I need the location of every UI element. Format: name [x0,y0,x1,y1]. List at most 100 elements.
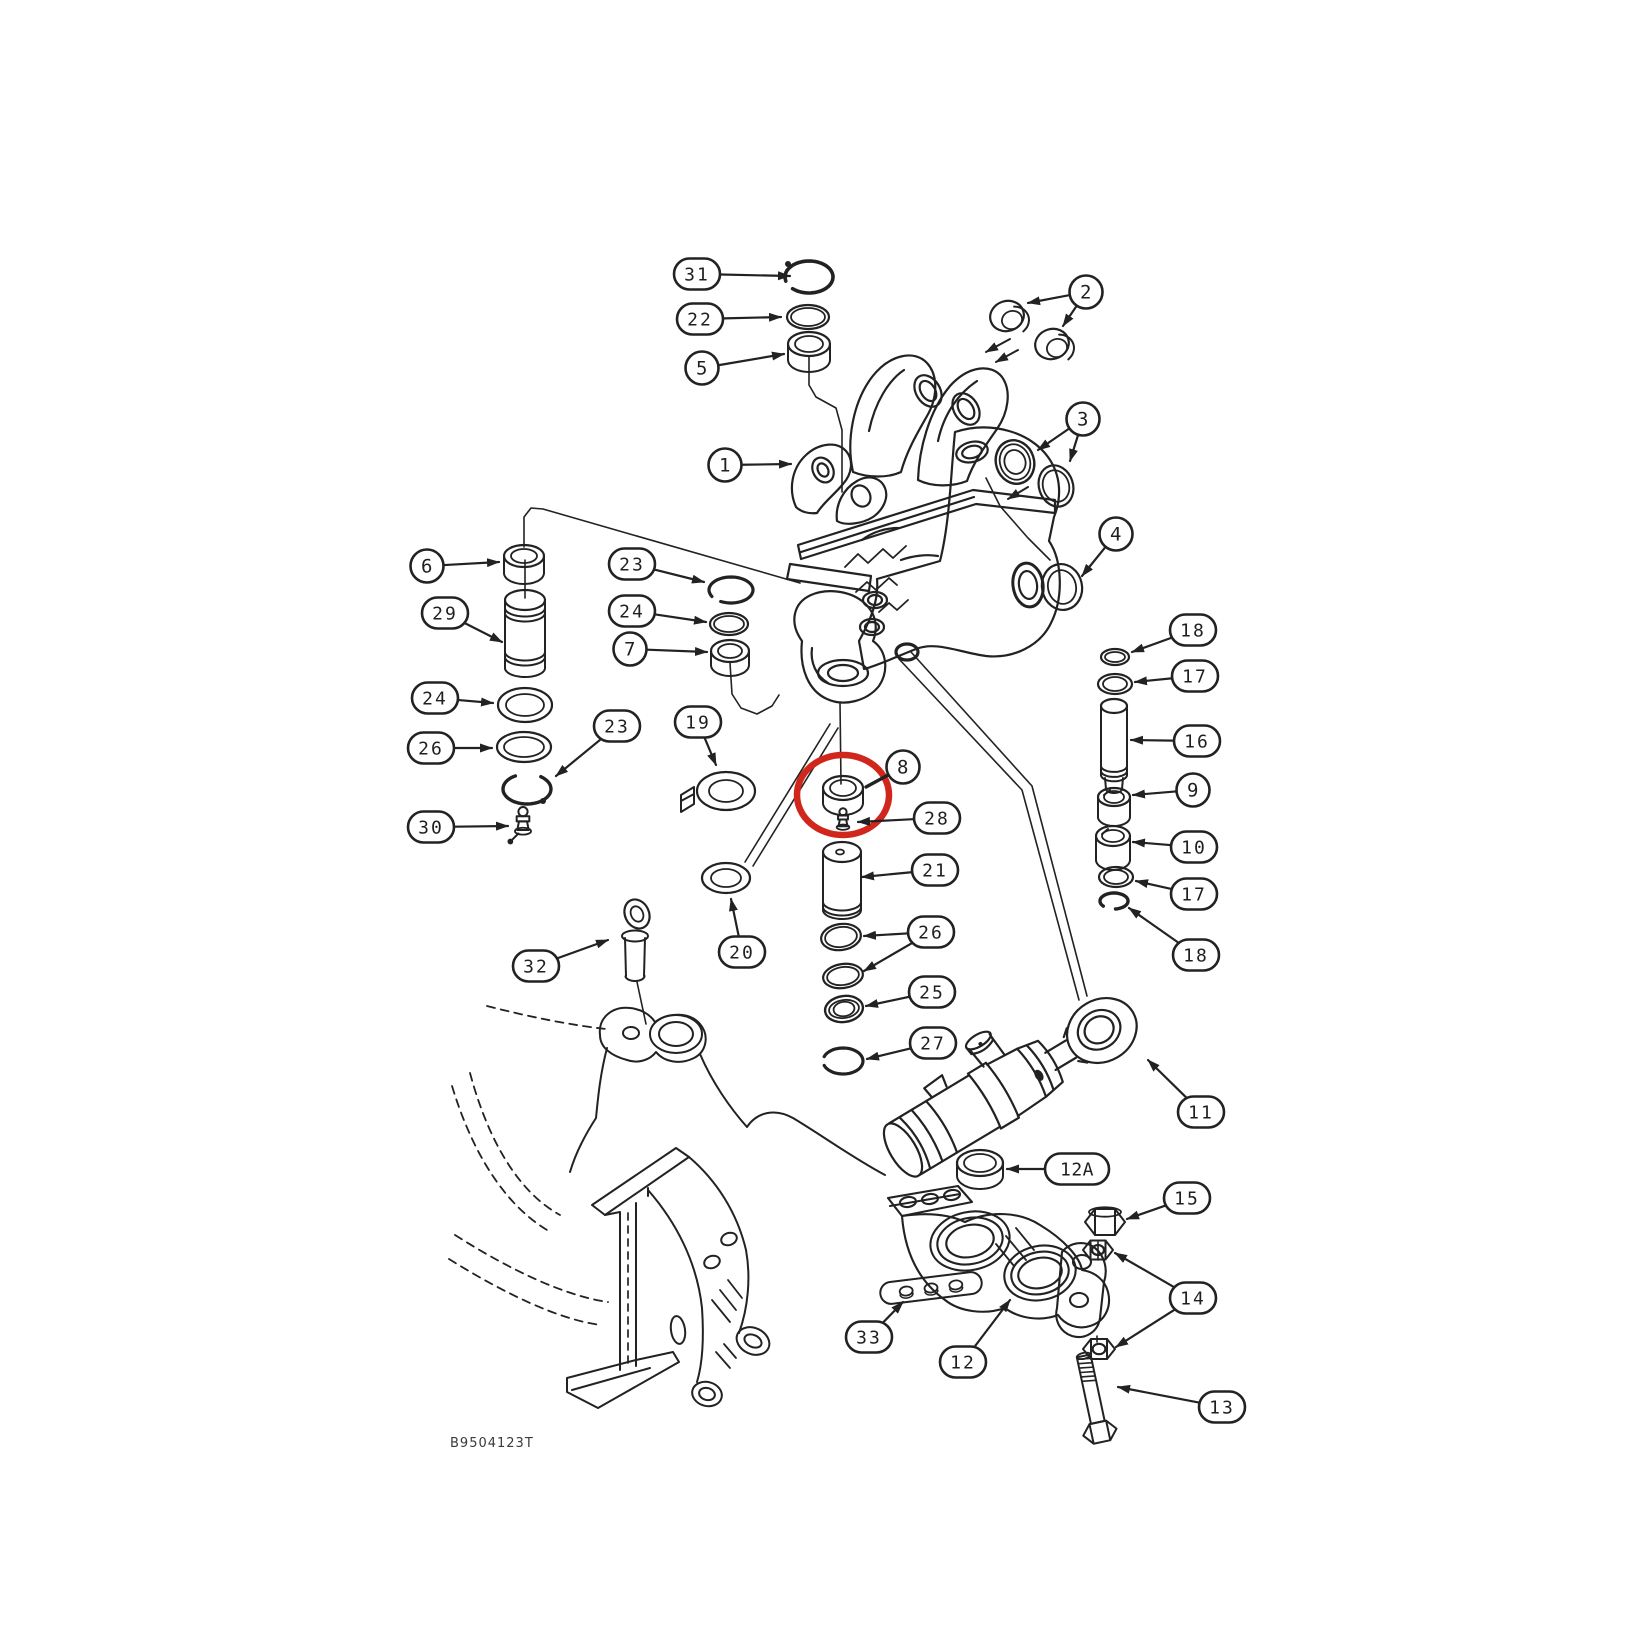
callout-33: 33 [844,1300,905,1354]
callout-1: 1 [707,447,793,483]
part-snap-ring-27 [822,1046,865,1076]
callout-arrow [1113,1251,1176,1289]
callout-17: 17 [1134,877,1219,911]
parts-layer [495,259,1135,1445]
callout-arrow [703,736,718,767]
callouts-layer: 3122521346292426233023247192032828212625… [406,257,1247,1424]
callout-number: 19 [685,713,711,734]
callout-number: 6 [421,556,433,578]
callout-arrow [653,568,706,584]
part-washer-19 [680,770,757,813]
callout-number: 26 [918,923,944,944]
part-pin-16 [1099,697,1129,794]
callout-arrow [1146,1058,1189,1100]
callout-number: 32 [523,957,549,978]
part-snap-ring-23-mid [707,575,755,605]
callout-arrow [864,995,911,1008]
part-grease-fitting-28 [835,807,851,831]
part-o-ring-26a [820,922,862,952]
part-ring-17-top [1096,672,1134,696]
callout-arrow [860,871,913,881]
callout-3: 3 [1036,401,1101,463]
callout-26: 26 [406,731,494,765]
callout-number: 27 [920,1034,946,1055]
main-casting [785,354,1061,704]
callout-number: 20 [729,943,755,964]
callout-number: 26 [418,739,444,760]
callout-arrow [862,930,909,940]
callout-16: 16 [1129,724,1222,758]
callout-arrow [555,938,610,960]
callout-arrow [1114,1307,1177,1349]
callout-arrow [719,271,792,281]
part-bolt-13 [1075,1351,1118,1445]
highlight-circle-part-8 [793,751,893,839]
callout-26: 26 [862,915,956,973]
part-nut-14-upper [1082,1239,1114,1261]
callout-arrow [443,558,501,568]
callout-17: 17 [1133,659,1220,693]
callout-27: 27 [865,1026,958,1061]
callout-arrow [1134,879,1173,891]
callout-11: 11 [1146,1058,1226,1129]
callout-arrow [729,897,740,938]
callout-5: 5 [684,350,786,386]
callout-arrow [1125,1204,1167,1221]
part-o-ring-26b [822,962,864,990]
callout-number: 31 [684,265,710,286]
callout-9: 9 [1131,772,1211,808]
part-nut-15 [1084,1206,1126,1236]
part-bushing-6 [502,543,546,585]
callout-20: 20 [717,897,767,969]
callout-12: 12 [938,1298,1012,1379]
callout-arrow [646,647,709,657]
part-ring-3b [1037,464,1075,508]
part-snap-ring-31 [783,259,835,295]
callout-number: 29 [432,604,458,625]
part-o-ring-22 [785,303,831,331]
callout-number: 23 [604,717,630,738]
callout-6: 6 [409,548,501,584]
callout-number: 17 [1181,885,1207,906]
callout-number: 16 [1184,732,1210,753]
callout-10: 10 [1131,830,1219,864]
callout-arrow [1130,636,1174,654]
callout-21: 21 [860,853,960,887]
callout-23: 23 [554,709,642,778]
steering-cylinder [882,997,1138,1178]
callout-number: 33 [856,1328,882,1349]
callout-arrow [453,821,510,831]
callout-arrow [856,816,915,826]
callout-29: 29 [420,596,504,644]
part-washer-26-left [495,730,553,764]
callout-number: 12A [1060,1160,1094,1181]
callout-arrow [862,941,914,973]
callout-arrow [1080,546,1107,578]
callout-number: 21 [922,861,948,882]
callout-number: 22 [687,310,713,331]
callout-13: 13 [1116,1384,1247,1424]
callout-number: 14 [1180,1289,1206,1310]
callout-arrow [1133,676,1173,686]
callout-arrow [1116,1384,1201,1404]
callout-24: 24 [410,681,495,715]
steering-arm [886,1184,1110,1343]
callout-22: 22 [675,302,783,336]
callout-number: 24 [422,689,448,710]
part-bushing-2b [1034,327,1075,361]
callout-number: 18 [1183,946,1209,967]
leader-lines [523,355,1088,1025]
callout-number: 3 [1077,409,1089,431]
callout-18: 18 [1127,906,1221,972]
callout-8: 8 [864,749,921,789]
callout-number: 15 [1174,1189,1200,1210]
callout-2: 2 [1026,274,1104,328]
callout-15: 15 [1125,1181,1212,1221]
callout-30: 30 [406,810,510,844]
callout-arrow [554,737,603,778]
callout-28: 28 [856,801,962,835]
callout-7: 7 [612,631,709,667]
part-o-ring-24-mid [708,611,750,637]
callout-24: 24 [607,594,708,628]
